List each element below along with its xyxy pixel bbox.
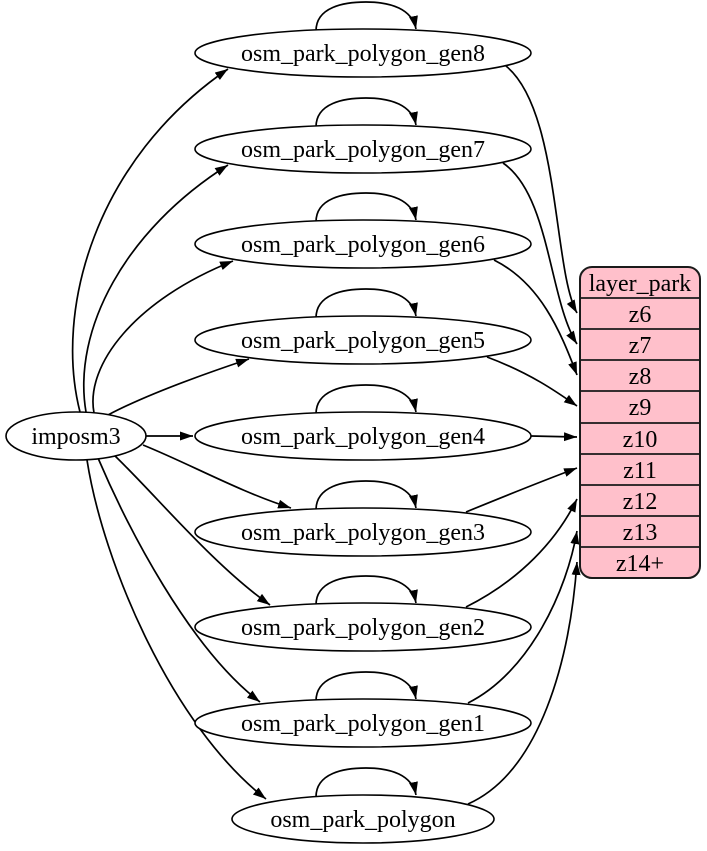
node-osm-park-polygon-gen2: osm_park_polygon_gen2 xyxy=(194,602,532,652)
table-label: osm_park_polygon_gen5 xyxy=(241,328,485,354)
table-label: osm_park_polygon_gen3 xyxy=(241,520,485,546)
layer-row-z12: z12 xyxy=(623,489,658,515)
self-loop-gen4 xyxy=(315,384,418,415)
edge-imposm3-gen7 xyxy=(82,164,229,413)
imposm3-label: imposm3 xyxy=(31,424,120,450)
table-label: osm_park_polygon_gen2 xyxy=(241,615,485,641)
node-osm-park-polygon: osm_park_polygon xyxy=(231,794,495,844)
edge-gen3-z11 xyxy=(465,467,578,513)
table-ellipse xyxy=(194,28,532,78)
table-label: osm_park_polygon xyxy=(270,807,455,833)
layer-row-z13: z13 xyxy=(623,520,658,546)
edge-gen2-z12 xyxy=(465,498,578,608)
imposm3-ellipse xyxy=(5,411,147,461)
node-osm-park-polygon-gen6: osm_park_polygon_gen6 xyxy=(194,219,532,269)
layer-row-z7: z7 xyxy=(629,333,652,359)
table-label: osm_park_polygon_gen1 xyxy=(241,711,485,737)
table-ellipse xyxy=(194,507,532,557)
table-ellipse xyxy=(194,602,532,652)
edges-self-loops xyxy=(315,1,418,798)
edge-gen1-z13 xyxy=(467,530,580,704)
layer-row-z14plus: z14+ xyxy=(616,551,664,577)
edges-source-to-tables xyxy=(71,68,292,800)
table-ellipse xyxy=(194,315,532,365)
table-ellipse xyxy=(231,794,495,844)
table-ellipse xyxy=(194,698,532,748)
table-ellipse xyxy=(194,411,532,461)
self-loop-gen1 xyxy=(315,671,418,702)
edge-imposm3-gen3 xyxy=(142,444,292,509)
edge-imposm3-gen1 xyxy=(97,457,261,703)
table-label: osm_park_polygon_gen7 xyxy=(241,137,485,163)
node-osm-park-polygon-gen3: osm_park_polygon_gen3 xyxy=(194,507,532,557)
node-osm-park-polygon-gen4: osm_park_polygon_gen4 xyxy=(194,411,532,461)
self-loop-polygon xyxy=(315,767,418,798)
node-osm-park-polygon-gen8: osm_park_polygon_gen8 xyxy=(194,28,532,78)
table-label: osm_park_polygon_gen4 xyxy=(241,424,485,450)
edge-imposm3-gen8 xyxy=(71,68,229,413)
edge-imposm3-polygon xyxy=(86,459,267,800)
table-ellipse xyxy=(194,124,532,174)
table-label: osm_park_polygon_gen8 xyxy=(241,41,485,67)
table-ellipse xyxy=(194,219,532,269)
self-loop-gen5 xyxy=(315,288,418,319)
node-imposm3: imposm3 xyxy=(5,411,147,461)
node-layer-park: layer_park z6 z7 z8 z9 z10 z11 z12 z13 z… xyxy=(579,266,701,579)
self-loop-gen7 xyxy=(315,97,418,128)
layer-row-z9: z9 xyxy=(629,395,652,421)
edges-tables-to-layer xyxy=(465,65,581,805)
self-loop-gen3 xyxy=(315,480,418,511)
self-loop-gen6 xyxy=(315,192,418,223)
self-loop-gen8 xyxy=(315,1,418,32)
edge-gen5-z9 xyxy=(486,356,578,407)
edge-gen6-z8 xyxy=(493,259,578,376)
edge-polygon-z14 xyxy=(467,561,581,805)
node-osm-park-polygon-gen7: osm_park_polygon_gen7 xyxy=(194,124,532,174)
edge-imposm3-gen6 xyxy=(92,260,234,414)
layer-row-z10: z10 xyxy=(623,427,658,453)
edge-gen8-z6 xyxy=(505,65,578,314)
node-osm-park-polygon-gen5: osm_park_polygon_gen5 xyxy=(194,315,532,365)
edge-imposm3-gen2 xyxy=(112,453,271,606)
node-osm-park-polygon-gen1: osm_park_polygon_gen1 xyxy=(194,698,532,748)
edge-gen4-z10 xyxy=(530,432,578,442)
self-loop-gen2 xyxy=(315,575,418,606)
layer-row-z6: z6 xyxy=(629,302,652,328)
edge-gen7-z7 xyxy=(502,162,578,345)
layer-park-title: layer_park xyxy=(589,271,692,297)
layer-row-z11: z11 xyxy=(623,458,657,484)
layer-row-z8: z8 xyxy=(629,364,652,390)
edge-imposm3-gen5 xyxy=(107,358,250,416)
table-label: osm_park_polygon_gen6 xyxy=(241,232,485,258)
